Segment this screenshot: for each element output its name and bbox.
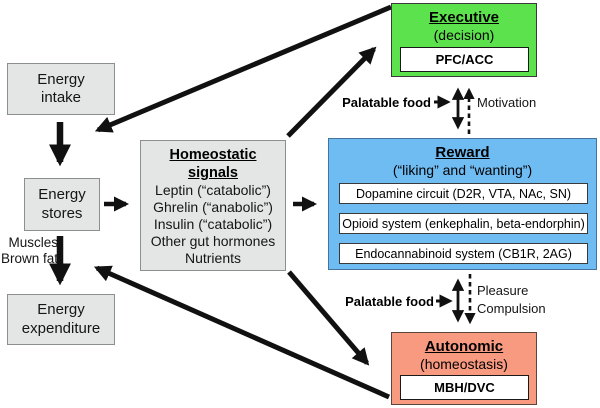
reward-system-opioid: Opioid system (enkephalin, beta-endorphi… [339, 213, 588, 234]
autonomic-subtitle: (homeostasis) [420, 356, 508, 372]
autonomic-region-box: MBH/DVC [400, 375, 529, 400]
arrow-homeostatic-to-executive [286, 46, 377, 138]
energy-expenditure-line2: expenditure [21, 319, 101, 337]
arrow-homeostatic-to-autonomic [287, 270, 370, 366]
arrow-executive-to-intake [94, 4, 392, 133]
palatable-food-top-label: Palatable food [342, 95, 431, 110]
reward-system-endocannabinoid: Endocannabinoid system (CB1R, 2AG) [339, 243, 588, 264]
homeostatic-item-insulin: Insulin (“catabolic”) [153, 216, 273, 232]
brown-fat-label: Brown fat [0, 251, 58, 266]
homeostatic-title-line1: Homeostatic [169, 147, 257, 163]
executive-subtitle: (decision) [433, 27, 495, 43]
homeostatic-item-ghrelin: Ghrelin (“anabolic”) [153, 199, 273, 215]
reward-title: Reward [435, 144, 490, 161]
homeostatic-signals-box: Homeostatic signals Leptin (“catabolic”)… [140, 140, 286, 271]
homeostatic-item-gut-hormones: Other gut hormones [150, 233, 276, 249]
homeostatic-item-leptin: Leptin (“catabolic”) [155, 182, 271, 198]
energy-expenditure-box: Energy expenditure [7, 294, 115, 345]
executive-title: Executive [428, 9, 500, 26]
compulsion-label: Compulsion [477, 301, 546, 316]
muscles-brownfat-label: Muscles Brown fat [0, 235, 58, 267]
reward-system-dopamine: Dopamine circuit (D2R, VTA, NAc, SN) [339, 183, 588, 204]
pleasure-label: Pleasure [477, 283, 529, 298]
executive-region-box: PFC/ACC [400, 47, 529, 72]
executive-box: Executive (decision) PFC/ACC [391, 3, 537, 77]
palatable-food-bottom-label: Palatable food [345, 294, 434, 309]
motivation-label: Motivation [477, 95, 537, 110]
autonomic-box: Autonomic (homeostasis) MBH/DVC [391, 332, 537, 405]
energy-expenditure-line1: Energy [37, 301, 85, 319]
autonomic-title: Autonomic [424, 338, 504, 355]
homeostatic-title-line2: signals [188, 165, 238, 181]
muscles-label: Muscles [8, 235, 58, 250]
reward-subtitle: (“liking” and “wanting”) [392, 162, 533, 178]
arrow-autonomic-to-stores [93, 265, 391, 400]
reward-box: Reward (“liking” and “wanting”) Dopamine… [328, 138, 597, 270]
energy-intake-box: Energy intake [7, 63, 115, 115]
homeostatic-item-nutrients: Nutrients [184, 250, 242, 266]
energy-stores-box: Energy stores [24, 178, 100, 231]
energy-intake-line2: intake [40, 89, 82, 106]
energy-intake-line1: Energy [37, 70, 85, 88]
energy-stores-line1: Energy [38, 186, 86, 204]
energy-stores-line2: stores [41, 204, 83, 222]
